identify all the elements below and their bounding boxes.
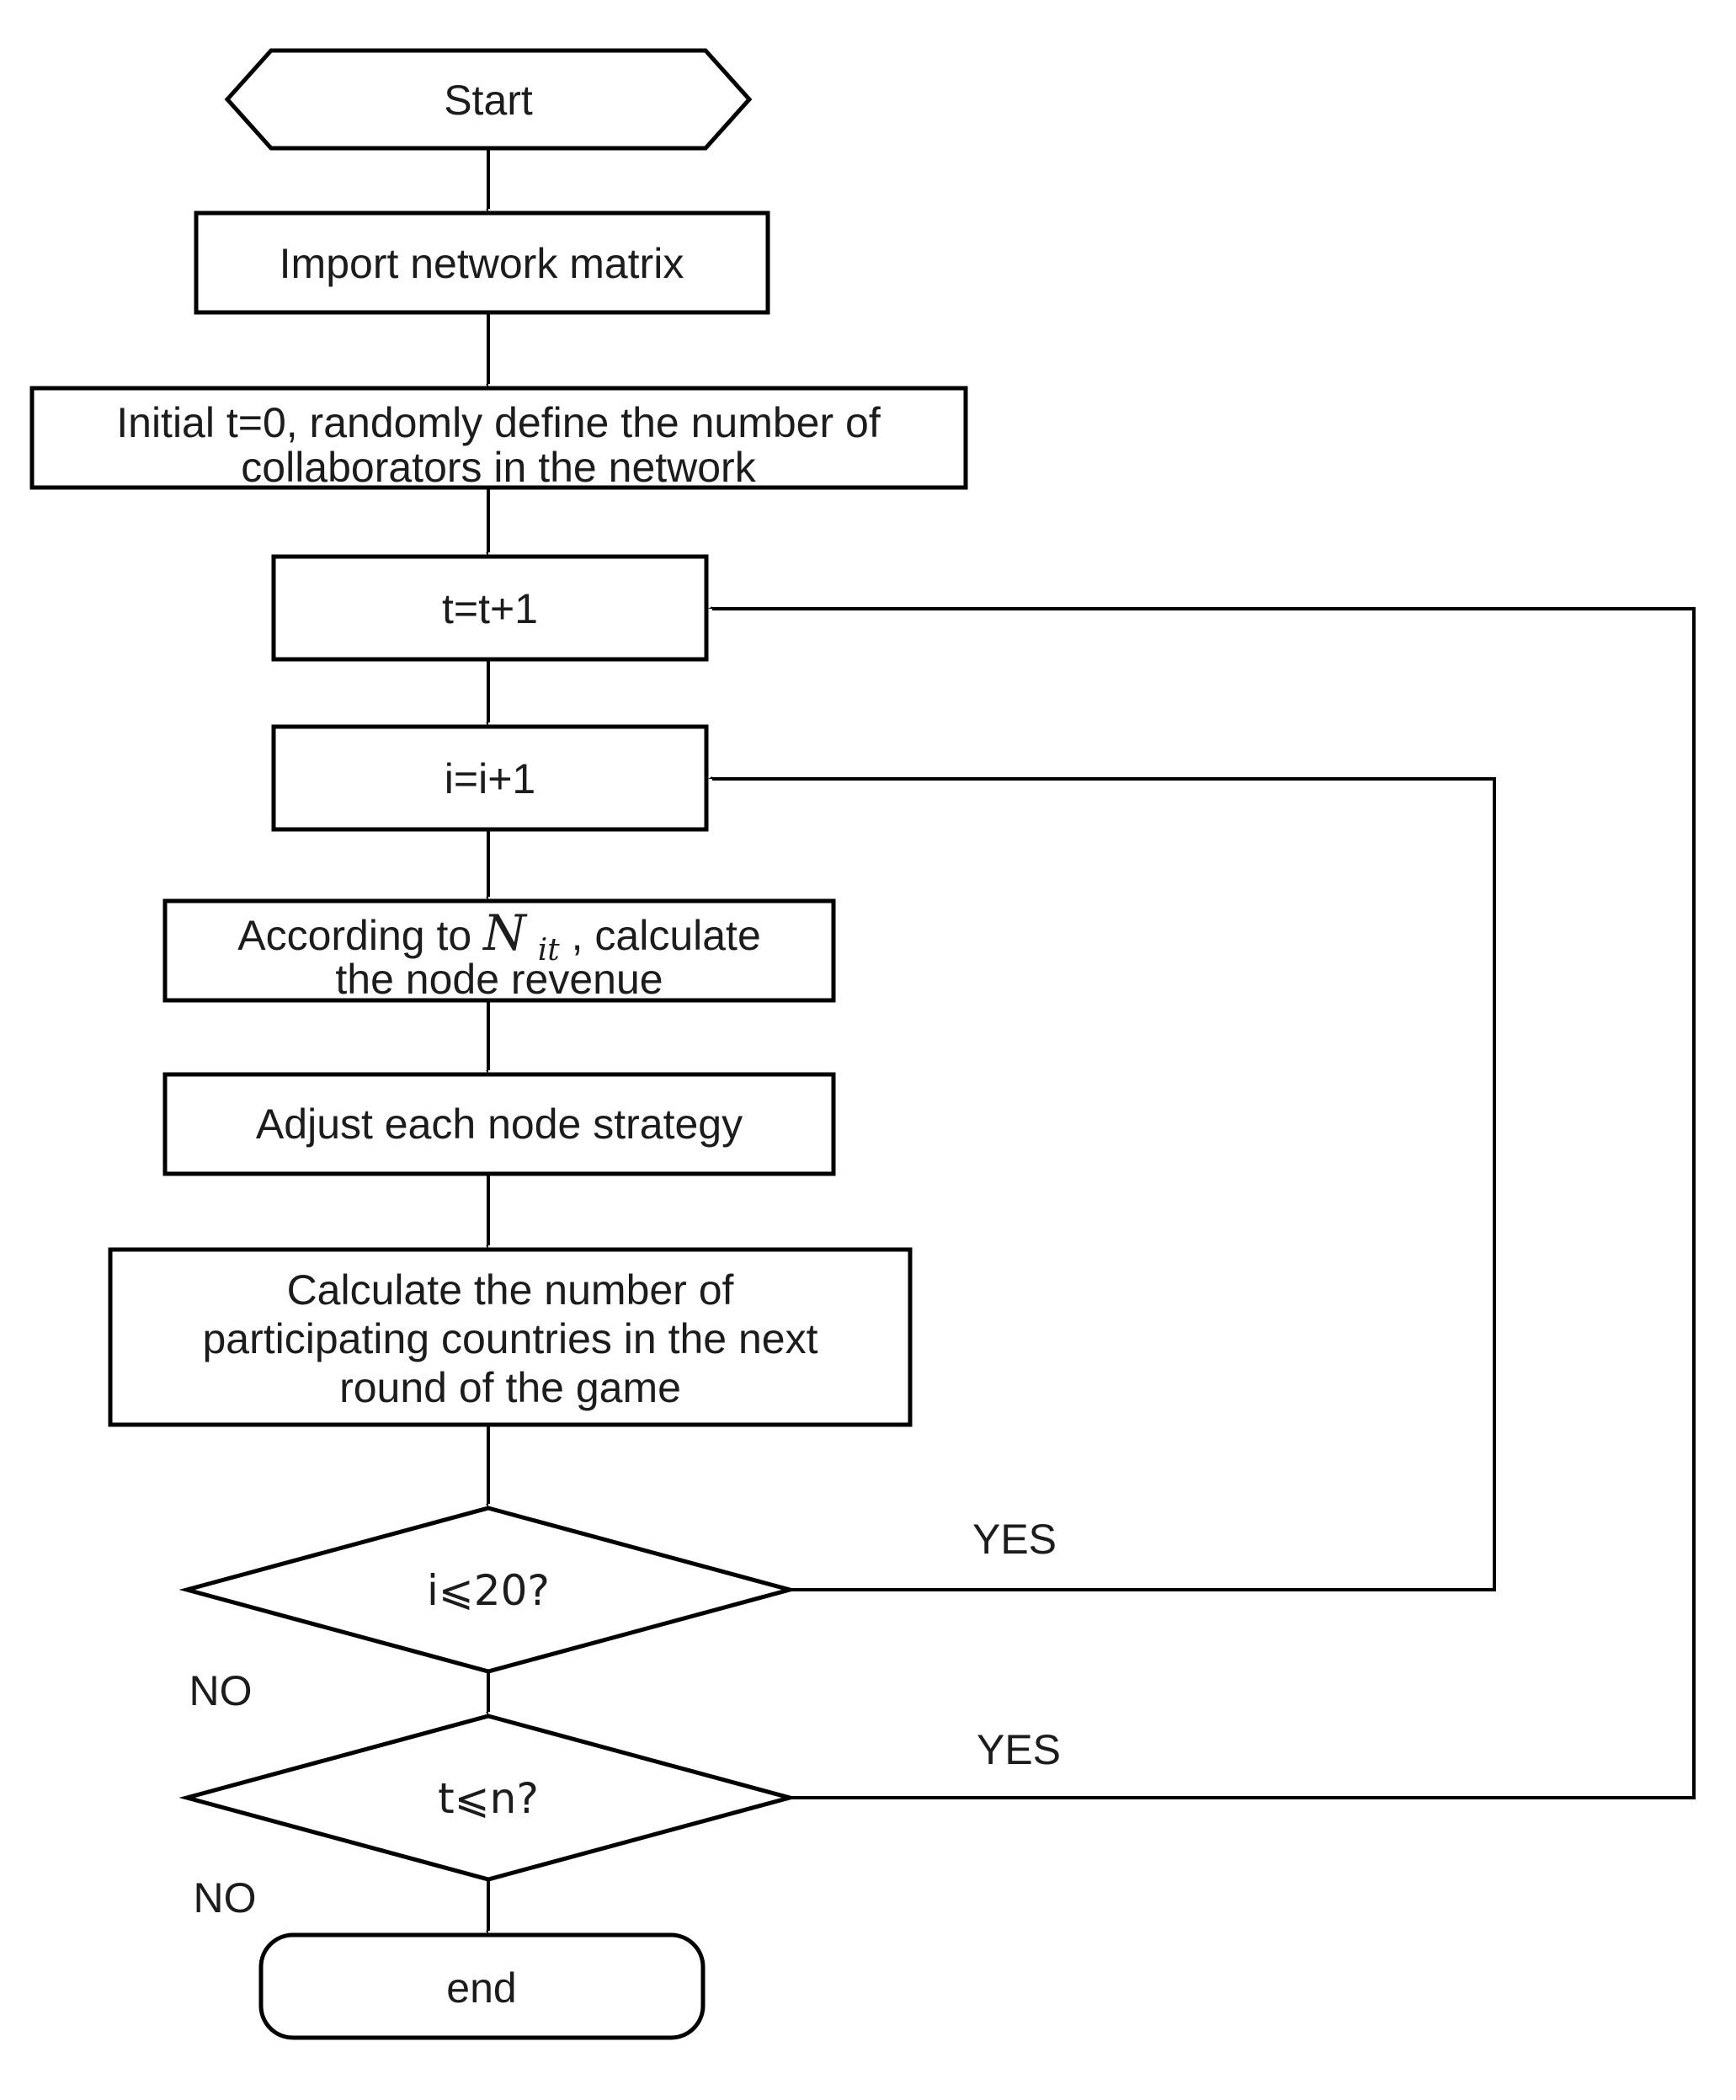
check-i-diamond xyxy=(178,1506,798,1674)
import-node: Import network matrix xyxy=(194,211,770,315)
import-label: Import network matrix xyxy=(280,240,684,287)
branch-labels: YES NO YES NO xyxy=(189,1516,1062,1921)
start-label: Start xyxy=(444,77,533,124)
adjust-box xyxy=(162,1072,836,1176)
initial-box xyxy=(29,386,968,490)
i-increment-label: i=i+1 xyxy=(445,755,535,802)
end-box xyxy=(258,1932,706,2040)
start-node: Start xyxy=(224,48,753,151)
adjust-label: Adjust each node strategy xyxy=(256,1101,743,1148)
revenue-label-line1: According to N it , calculate xyxy=(237,904,761,969)
check-i-label: i⩽20? xyxy=(427,1566,550,1615)
participants-label-line1: Calculate the number of xyxy=(287,1266,734,1314)
participants-label-line3: round of the game xyxy=(339,1364,681,1411)
revenue-text-post: , calculate xyxy=(572,912,761,959)
revenue-math-symbol: N xyxy=(482,904,528,962)
participants-box xyxy=(108,1247,913,1427)
check-i-node: i⩽20? xyxy=(178,1506,798,1674)
i-increment-box xyxy=(271,724,709,832)
revenue-node: According to N it , calculate the node r… xyxy=(162,898,836,1003)
start-hexagon xyxy=(224,48,753,151)
t-increment-label: t=t+1 xyxy=(442,585,538,632)
revenue-label-line2: the node revenue xyxy=(335,956,663,1003)
participants-label-line2: participating countries in the next xyxy=(203,1315,818,1362)
check-t-label: t⩽n? xyxy=(438,1774,539,1823)
t-increment-node: t=t+1 xyxy=(271,554,709,662)
participants-node: Calculate the number of participating co… xyxy=(108,1247,913,1427)
end-node: end xyxy=(258,1932,706,2040)
initial-label-line2: collaborators in the network xyxy=(241,444,756,491)
loop-check-i-yes-to-i xyxy=(712,779,1496,1591)
adjust-node: Adjust each node strategy xyxy=(162,1072,836,1176)
initial-node: Initial t=0, randomly define the number … xyxy=(29,386,968,491)
connectors xyxy=(488,148,1696,1931)
import-box xyxy=(194,211,770,315)
end-label: end xyxy=(446,1964,516,2012)
revenue-math-subscript: it xyxy=(538,933,561,967)
revenue-box xyxy=(162,898,836,1003)
check-t-node: t⩽n? xyxy=(178,1714,798,1882)
check-i-no-label: NO xyxy=(189,1667,253,1714)
check-i-yes-label: YES xyxy=(972,1516,1057,1563)
initial-label-line1: Initial t=0, randomly define the number … xyxy=(116,399,881,446)
check-t-no-label: NO xyxy=(194,1874,257,1921)
check-t-diamond xyxy=(178,1714,798,1882)
loop-check-t-yes-to-t xyxy=(712,609,1696,1799)
check-t-yes-label: YES xyxy=(977,1726,1061,1773)
t-increment-box xyxy=(271,554,709,662)
revenue-text-pre: According to xyxy=(237,912,483,959)
i-increment-node: i=i+1 xyxy=(271,724,709,832)
